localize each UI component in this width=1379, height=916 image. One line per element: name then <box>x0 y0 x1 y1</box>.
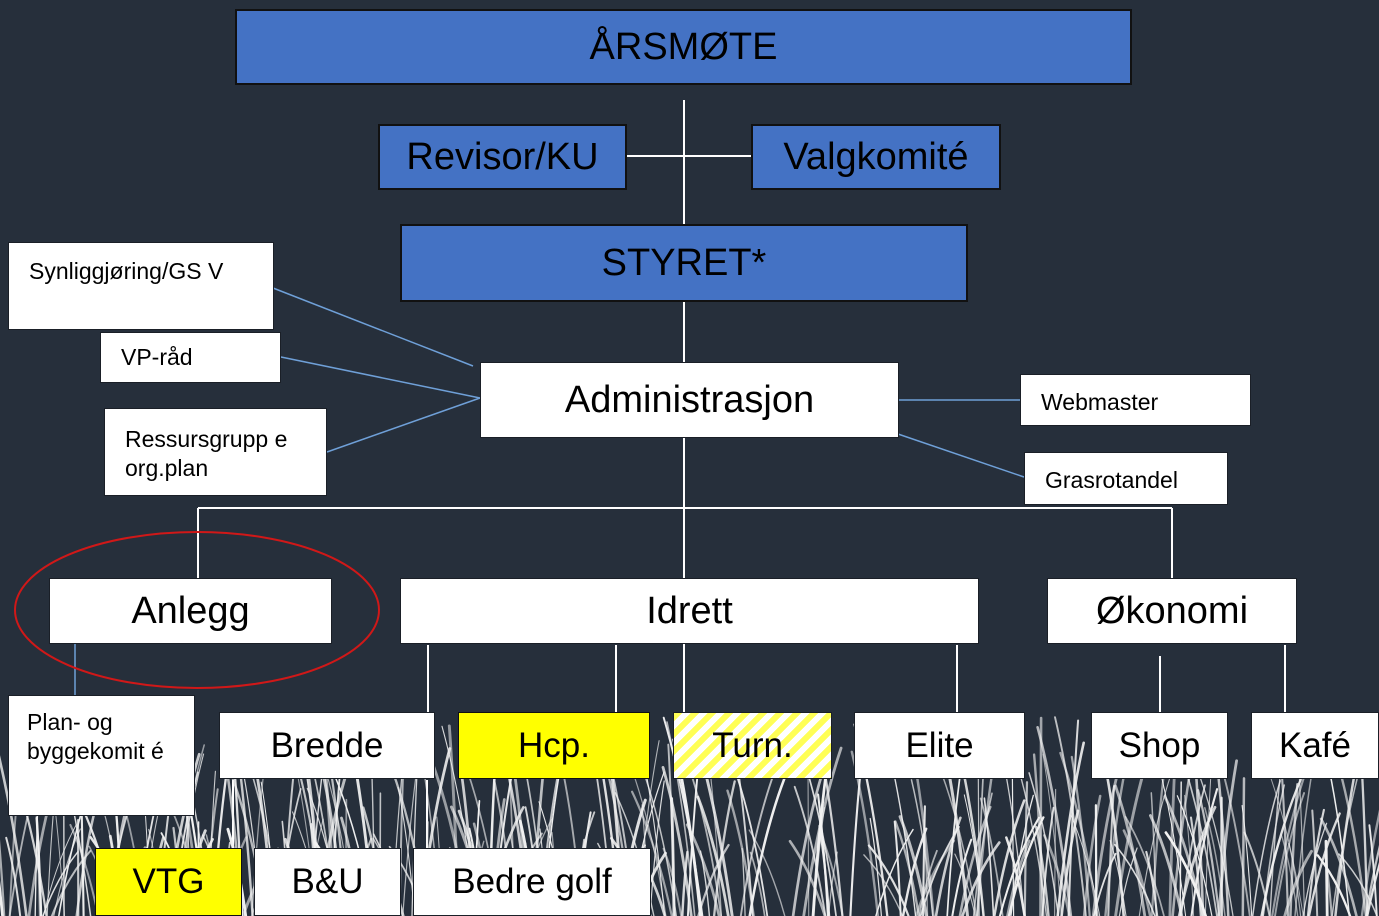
bu-label: B&U <box>291 862 364 901</box>
synliggjoring-box: Synliggjøring/GS V <box>8 242 274 330</box>
plan-byggekomite-box: Plan- og byggekomit é <box>8 695 195 816</box>
styret-label: STYRET* <box>601 241 767 284</box>
vp-rad-box: VP-råd <box>100 332 281 383</box>
anlegg-label: Anlegg <box>131 589 250 632</box>
vp-connector <box>280 356 481 399</box>
hcp-box: Hcp. <box>458 712 650 779</box>
idrett-box: Idrett <box>400 578 979 644</box>
administrasjon-box: Administrasjon <box>480 362 899 438</box>
kafe-label: Kafé <box>1279 725 1351 765</box>
hcp-label: Hcp. <box>518 725 590 765</box>
vtg-box: VTG <box>95 848 242 916</box>
grasrotandel-box: Grasrotandel <box>1024 452 1228 505</box>
plan-byggekomite-label: Plan- og byggekomit é <box>27 709 164 764</box>
grasrotandel-label: Grasrotandel <box>1045 467 1178 493</box>
anlegg-box: Anlegg <box>49 578 332 644</box>
bredde-box: Bredde <box>219 712 435 779</box>
arsmote-label: ÅRSMØTE <box>589 25 778 68</box>
vtg-label: VTG <box>132 862 205 901</box>
turn-label: Turn. <box>712 725 793 765</box>
bedre-golf-label: Bedre golf <box>452 862 612 901</box>
revisor-label: Revisor/KU <box>406 135 599 178</box>
shop-label: Shop <box>1118 725 1201 765</box>
valgkomite-box: Valgkomité <box>751 124 1001 190</box>
bedre-golf-box: Bedre golf <box>413 848 651 916</box>
revisor-box: Revisor/KU <box>378 124 627 190</box>
bu-box: B&U <box>254 848 401 916</box>
shop-box: Shop <box>1091 712 1228 779</box>
elite-box: Elite <box>854 712 1025 779</box>
valgkomite-label: Valgkomité <box>783 135 969 178</box>
turn-box: Turn. <box>673 712 832 779</box>
okonomi-label: Økonomi <box>1095 589 1249 632</box>
elite-label: Elite <box>905 725 974 765</box>
ressurs-connector <box>326 397 481 453</box>
grasrot-connector <box>897 433 1025 478</box>
styret-box: STYRET* <box>400 224 968 302</box>
synlig-connector <box>272 287 474 367</box>
idrett-label: Idrett <box>646 589 733 632</box>
arsmote-box: ÅRSMØTE <box>235 9 1132 85</box>
administrasjon-label: Administrasjon <box>564 378 815 421</box>
okonomi-box: Økonomi <box>1047 578 1297 644</box>
ressursgruppe-box: Ressursgrupp e org.plan <box>104 408 327 496</box>
synliggjoring-label: Synliggjøring/GS V <box>29 258 224 284</box>
bredde-label: Bredde <box>270 725 384 765</box>
vp-rad-label: VP-råd <box>121 344 193 370</box>
webmaster-label: Webmaster <box>1041 389 1159 415</box>
kafe-box: Kafé <box>1251 712 1379 779</box>
webmaster-box: Webmaster <box>1020 374 1251 426</box>
ressursgruppe-label: Ressursgrupp e org.plan <box>125 426 288 481</box>
